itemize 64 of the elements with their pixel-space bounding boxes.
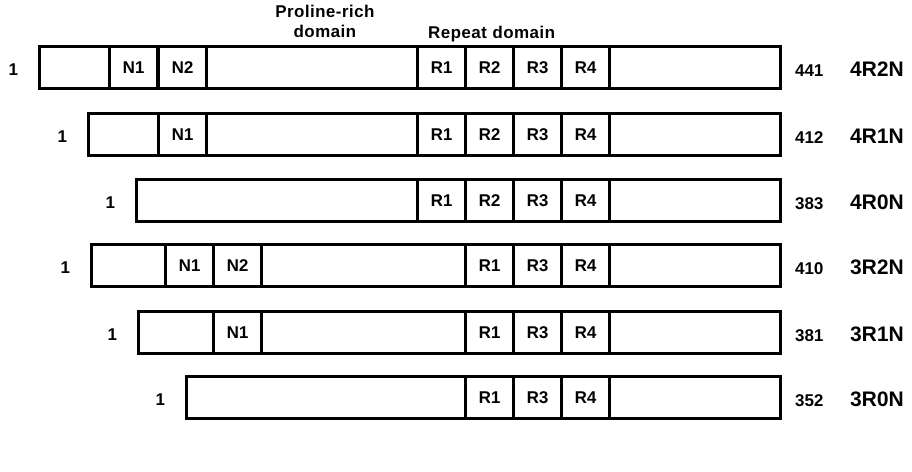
isoform-name: 4R0N [850,190,904,216]
isoform-name: 3R1N [850,322,904,348]
protein-bar [38,45,782,90]
end-residue: 383 [795,192,824,214]
segment-label: R1 [478,322,500,344]
segment-label: R1 [430,124,452,146]
segment-label: R1 [478,386,500,409]
end-residue: 352 [795,390,824,412]
end-residue: 381 [795,324,824,346]
segment-label: N1 [122,56,144,79]
end-residue: 410 [795,258,824,280]
segment-label: N1 [178,254,200,277]
domain-heading: Proline-rich domain [274,2,376,42]
domain-segment [560,178,611,223]
protein-bar [135,178,782,223]
isoform-name: 3R2N [850,254,904,280]
protein-bar [185,375,782,420]
domain-segment [560,375,611,420]
start-residue: 1 [154,388,165,410]
domain-segment [157,45,208,90]
segment-label: R1 [478,254,500,277]
start-residue: 1 [60,256,70,278]
segment-label: N1 [226,322,248,344]
segment-label: N1 [172,124,194,146]
domain-segment [212,310,263,355]
domain-heading: Repeat domain [428,22,556,44]
segment-label: R2 [478,124,500,146]
segment-label: R4 [574,322,596,344]
segment-label: R3 [526,124,548,146]
segment-label: R4 [574,190,596,212]
start-residue: 1 [8,58,18,80]
domain-segment [560,243,611,288]
domain-segment [212,243,263,288]
protein-bar [90,243,782,288]
segment-label: N2 [226,254,248,277]
domain-segment [157,112,208,157]
domain-segment [560,310,611,355]
isoform-name: 4R2N [850,56,904,82]
start-residue: 1 [56,126,67,148]
start-residue: 1 [104,192,115,214]
segment-label: R3 [526,190,548,212]
segment-label: N2 [172,56,194,79]
end-residue: 441 [795,60,824,82]
end-residue: 412 [795,126,824,148]
start-residue: 1 [106,324,117,346]
segment-label: R4 [574,124,596,146]
protein-bar [87,112,782,157]
segment-label: R4 [574,254,596,277]
segment-label: R3 [526,254,548,277]
domain-segment [108,45,159,90]
segment-label: R1 [430,56,452,79]
segment-label: R3 [526,56,548,79]
segment-label: R4 [574,386,596,409]
segment-label: R2 [478,190,500,212]
segment-label: R4 [574,56,596,79]
domain-segment [560,112,611,157]
isoform-name: 4R1N [850,124,904,150]
protein-bar [137,310,782,355]
segment-label: R2 [478,56,500,79]
segment-label: R3 [526,386,548,409]
segment-label: R1 [430,190,452,212]
domain-segment [560,45,611,90]
segment-label: R3 [526,322,548,344]
isoform-name: 3R0N [850,386,904,412]
